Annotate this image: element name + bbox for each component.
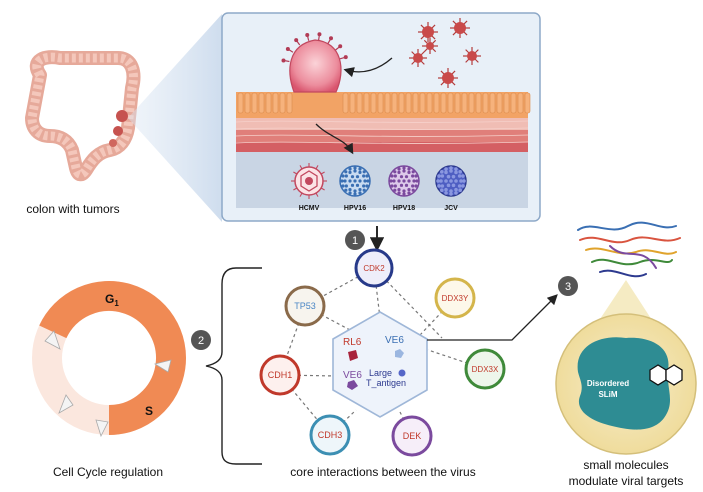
rl6-shape (348, 350, 358, 361)
core-interactions-label: core interactions between the virus (290, 465, 475, 479)
checkpoint-marker (153, 359, 172, 373)
node-ddx3x: DDX3X (464, 348, 506, 390)
hex-ve6-bottom: VE6 (343, 370, 362, 381)
interaction-network: RL6 VE6 VE6 Large T_antigen CDK2 TP53 DD… (259, 248, 506, 457)
viral-proteins-hexagon (332, 311, 428, 418)
interaction-bracket (205, 267, 262, 465)
lumen-layer (236, 152, 528, 208)
zoom-cone (128, 14, 222, 222)
g1-label: G1 (105, 292, 119, 308)
svg-text:DDX3X: DDX3X (472, 365, 499, 374)
step-3-badge: 3 (558, 276, 578, 296)
colon-illustration (25, 50, 141, 182)
node-ddx3y: DDX3Y (434, 277, 476, 319)
checkpoint-marker (44, 330, 61, 350)
free-virus (450, 18, 470, 38)
tumor-2 (113, 126, 123, 136)
slim-lens: Disordered SLiM (555, 313, 697, 455)
large-t-antigen-dot (398, 369, 406, 377)
protein-structure (577, 221, 681, 278)
virus-label-hcmv: HCMV (299, 205, 320, 212)
checkpoint-marker (95, 419, 109, 438)
ve6-bottom-shape (347, 380, 358, 390)
svg-text:2: 2 (198, 335, 204, 347)
step-2-badge: 2 (191, 330, 211, 350)
free-virus (409, 49, 427, 67)
svg-text:CDK2: CDK2 (363, 264, 385, 273)
svg-text:DEK: DEK (403, 431, 422, 441)
tumor-3 (109, 139, 117, 147)
colon-label: colon with tumors (26, 202, 119, 216)
slim-protein-blob (577, 337, 671, 430)
virus-jcv (435, 165, 467, 197)
free-virus (463, 47, 481, 65)
svg-text:DDX3Y: DDX3Y (442, 294, 469, 303)
hex-large-1: Large (369, 368, 392, 378)
virus-label-jcv: JCV (444, 205, 458, 212)
free-virus (418, 22, 438, 42)
virus-hpv16 (339, 165, 371, 197)
ve6-top-shape (395, 349, 404, 358)
svg-text:TP53: TP53 (294, 301, 316, 311)
s-phase-label: S (145, 404, 153, 418)
villi (237, 92, 531, 114)
free-virus (422, 38, 438, 54)
hex-rl6: RL6 (343, 337, 362, 348)
virus-label-hpv18: HPV18 (393, 205, 415, 212)
virus-label-hpv16: HPV16 (344, 205, 366, 212)
hex-large-2: T_antigen (366, 378, 406, 388)
node-cdk2: CDK2 (354, 248, 394, 288)
free-virus (438, 68, 458, 88)
node-tp53: TP53 (284, 285, 326, 327)
virus-hcmv (291, 163, 327, 199)
node-cdh1: CDH1 (259, 354, 301, 396)
cell-cycle-ring (32, 281, 186, 438)
step-1-badge: 1 (345, 230, 365, 250)
svg-text:1: 1 (352, 235, 358, 247)
step-3-arrow (427, 294, 558, 341)
node-cdh3: CDH3 (309, 414, 351, 456)
infected-cell (289, 39, 342, 93)
small-molecule-ring (665, 364, 683, 386)
cell-cycle-label: Cell Cycle regulation (53, 465, 163, 479)
svg-text:CDH1: CDH1 (268, 370, 293, 380)
small-molecules-label-2: modulate viral targets (569, 474, 684, 488)
hex-ve6-top: VE6 (385, 335, 404, 346)
slim-label: SLiM (598, 390, 617, 399)
tissue-panel: HCMV HPV16 HPV18 JCV (221, 12, 541, 222)
infection-arrow (343, 57, 393, 78)
disordered-label: Disordered (587, 379, 629, 388)
penetration-arrow (315, 123, 354, 155)
small-molecules-label-1: small molecules (583, 458, 668, 472)
node-dek: DEK (391, 415, 433, 457)
svg-text:CDH3: CDH3 (318, 430, 343, 440)
cell-cycle-arc (39, 281, 186, 435)
tumor-1 (116, 110, 128, 122)
virus-hpv18 (388, 165, 420, 197)
small-molecule-ring (649, 364, 667, 386)
svg-text:3: 3 (565, 281, 571, 293)
checkpoint-marker (58, 394, 74, 414)
